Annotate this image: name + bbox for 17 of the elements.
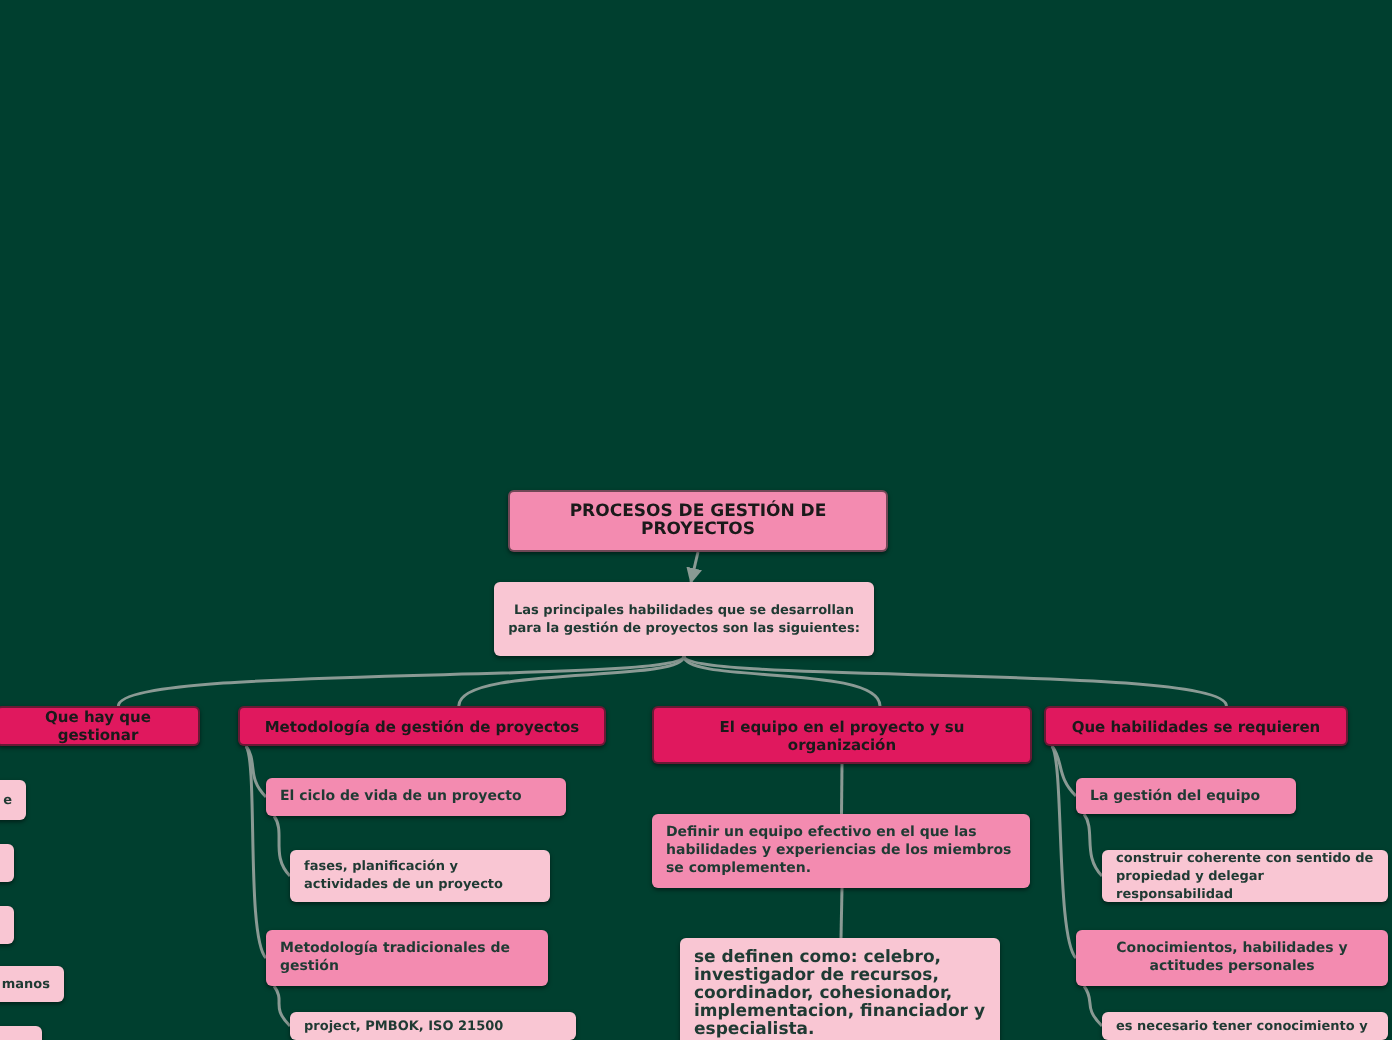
topic-box: se definen como: celebro, investigador de recursos, coordinador, cohesionador, implementacion, financiador y especialista.: [680, 938, 1000, 1040]
connector: [457, 655, 686, 707]
connector: [839, 887, 844, 939]
connector: [1082, 813, 1104, 877]
connector: [682, 655, 882, 707]
connector: [686, 551, 702, 584]
connector: [1050, 745, 1078, 797]
title-box: PROCESOS DE GESTIÓN DE PROYECTOS: [508, 490, 888, 552]
connector: [840, 764, 844, 814]
connector: [117, 654, 685, 708]
connector: [272, 985, 292, 1027]
connector: [244, 745, 268, 798]
connector: [1050, 745, 1078, 959]
connector: [1082, 985, 1104, 1027]
connector: [272, 815, 292, 877]
connector: [244, 745, 268, 959]
connector: [683, 654, 1228, 708]
